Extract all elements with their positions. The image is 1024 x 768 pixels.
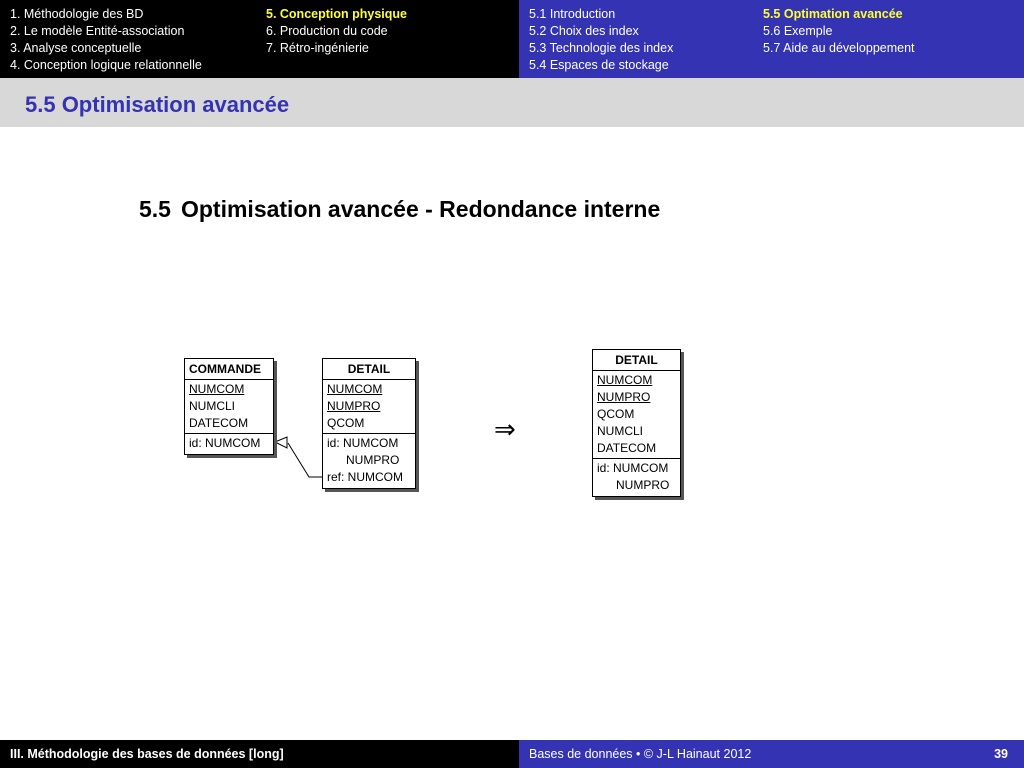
frame-title: 5.5 Optimisation avancée	[25, 92, 290, 117]
constraint-list: id: NUMCOM NUMPRO	[593, 459, 680, 496]
attribute-qcom: QCOM	[327, 416, 365, 430]
nav-link-sub-5-7[interactable]: 5.7 Aide au développement	[763, 41, 915, 55]
footer-course-title: III. Méthodologie des bases de données […	[0, 740, 519, 768]
nav-subsections-column-2: 5.5 Optimation avancée 5.6 Exemple 5.7 A…	[763, 6, 915, 57]
nav-link-sub-5-3[interactable]: 5.3 Technologie des index	[529, 41, 674, 55]
entity-commande: COMMANDE NUMCOM NUMCLI DATECOM id: NUMCO…	[184, 358, 274, 455]
attribute-numpro: NUMPRO	[327, 399, 381, 413]
footer-credits: Bases de données • © J-L Hainaut 2012	[529, 747, 752, 761]
nav-link-sub-5-2[interactable]: 5.2 Choix des index	[529, 24, 639, 38]
slide-heading: 5.5 Optimisation avancée - Redondance int…	[139, 196, 660, 223]
nav-link-section-6[interactable]: 6. Production du code	[266, 24, 388, 38]
page-number: 39	[994, 747, 1008, 761]
nav-link-sub-5-5-active[interactable]: 5.5 Optimation avancée	[763, 7, 903, 21]
top-navigation: 1. Méthodologie des BD 2. Le modèle Enti…	[0, 0, 1024, 78]
nav-sections-column-2: 5. Conception physique 6. Production du …	[266, 6, 407, 57]
attribute-numpro: NUMPRO	[597, 390, 651, 404]
attribute-list: NUMCOM NUMCLI DATECOM	[185, 380, 273, 434]
implies-arrow: ⇒	[494, 414, 516, 444]
entity-name: DETAIL	[593, 350, 680, 371]
footer-right-panel: Bases de données • © J-L Hainaut 2012 39	[519, 740, 1024, 768]
attribute-numcli: NUMCLI	[189, 399, 236, 413]
attribute-list: NUMCOM NUMPRO QCOM NUMCLI DATECOM	[593, 371, 680, 459]
nav-link-section-5-active[interactable]: 5. Conception physique	[266, 7, 407, 21]
constraint-id-cont: NUMPRO	[616, 478, 670, 492]
nav-sections-column: 1. Méthodologie des BD 2. Le modèle Enti…	[10, 6, 202, 74]
constraint-list: id: NUMCOM NUMPRO ref: NUMCOM	[323, 434, 415, 488]
constraint-ref: ref: NUMCOM	[327, 470, 403, 484]
nav-right-panel	[519, 0, 1024, 78]
entity-name: COMMANDE	[185, 359, 273, 380]
attribute-qcom: QCOM	[597, 407, 635, 421]
constraint-list: id: NUMCOM	[185, 434, 273, 454]
nav-link-section-1[interactable]: 1. Méthodologie des BD	[10, 7, 144, 21]
attribute-datecom: DATECOM	[597, 441, 657, 455]
heading-number: 5.5	[139, 196, 171, 222]
attribute-datecom: DATECOM	[189, 416, 249, 430]
footer-bar: III. Méthodologie des bases de données […	[0, 740, 1024, 768]
entity-detail-after: DETAIL NUMCOM NUMPRO QCOM NUMCLI DATECOM…	[592, 349, 681, 497]
heading-text: Optimisation avancée - Redondance intern…	[180, 196, 661, 222]
entity-detail-before: DETAIL NUMCOM NUMPRO QCOM id: NUMCOM NUM…	[322, 358, 416, 489]
constraint-id: id: NUMCOM	[327, 436, 399, 450]
entity-name: DETAIL	[323, 359, 415, 380]
title-band	[0, 78, 1024, 127]
attribute-numcom: NUMCOM	[189, 382, 245, 396]
constraint-id: id: NUMCOM	[189, 436, 261, 450]
attribute-numcom: NUMCOM	[327, 382, 383, 396]
attribute-numcli: NUMCLI	[597, 424, 644, 438]
nav-link-section-3[interactable]: 3. Analyse conceptuelle	[10, 41, 142, 55]
constraint-id-cont: NUMPRO	[346, 453, 400, 467]
nav-link-sub-5-6[interactable]: 5.6 Exemple	[763, 24, 833, 38]
nav-link-section-7[interactable]: 7. Rétro-ingénierie	[266, 41, 369, 55]
nav-link-sub-5-4[interactable]: 5.4 Espaces de stockage	[529, 58, 669, 72]
nav-link-section-4[interactable]: 4. Conception logique relationnelle	[10, 58, 202, 72]
constraint-id: id: NUMCOM	[597, 461, 669, 475]
nav-subsections-column: 5.1 Introduction 5.2 Choix des index 5.3…	[529, 6, 673, 74]
reference-arrowhead	[273, 436, 288, 449]
attribute-list: NUMCOM NUMPRO QCOM	[323, 380, 415, 434]
nav-link-sub-5-1[interactable]: 5.1 Introduction	[529, 7, 616, 21]
nav-left-panel	[0, 0, 519, 78]
nav-link-section-2[interactable]: 2. Le modèle Entité-association	[10, 24, 185, 38]
attribute-numcom: NUMCOM	[597, 373, 653, 387]
